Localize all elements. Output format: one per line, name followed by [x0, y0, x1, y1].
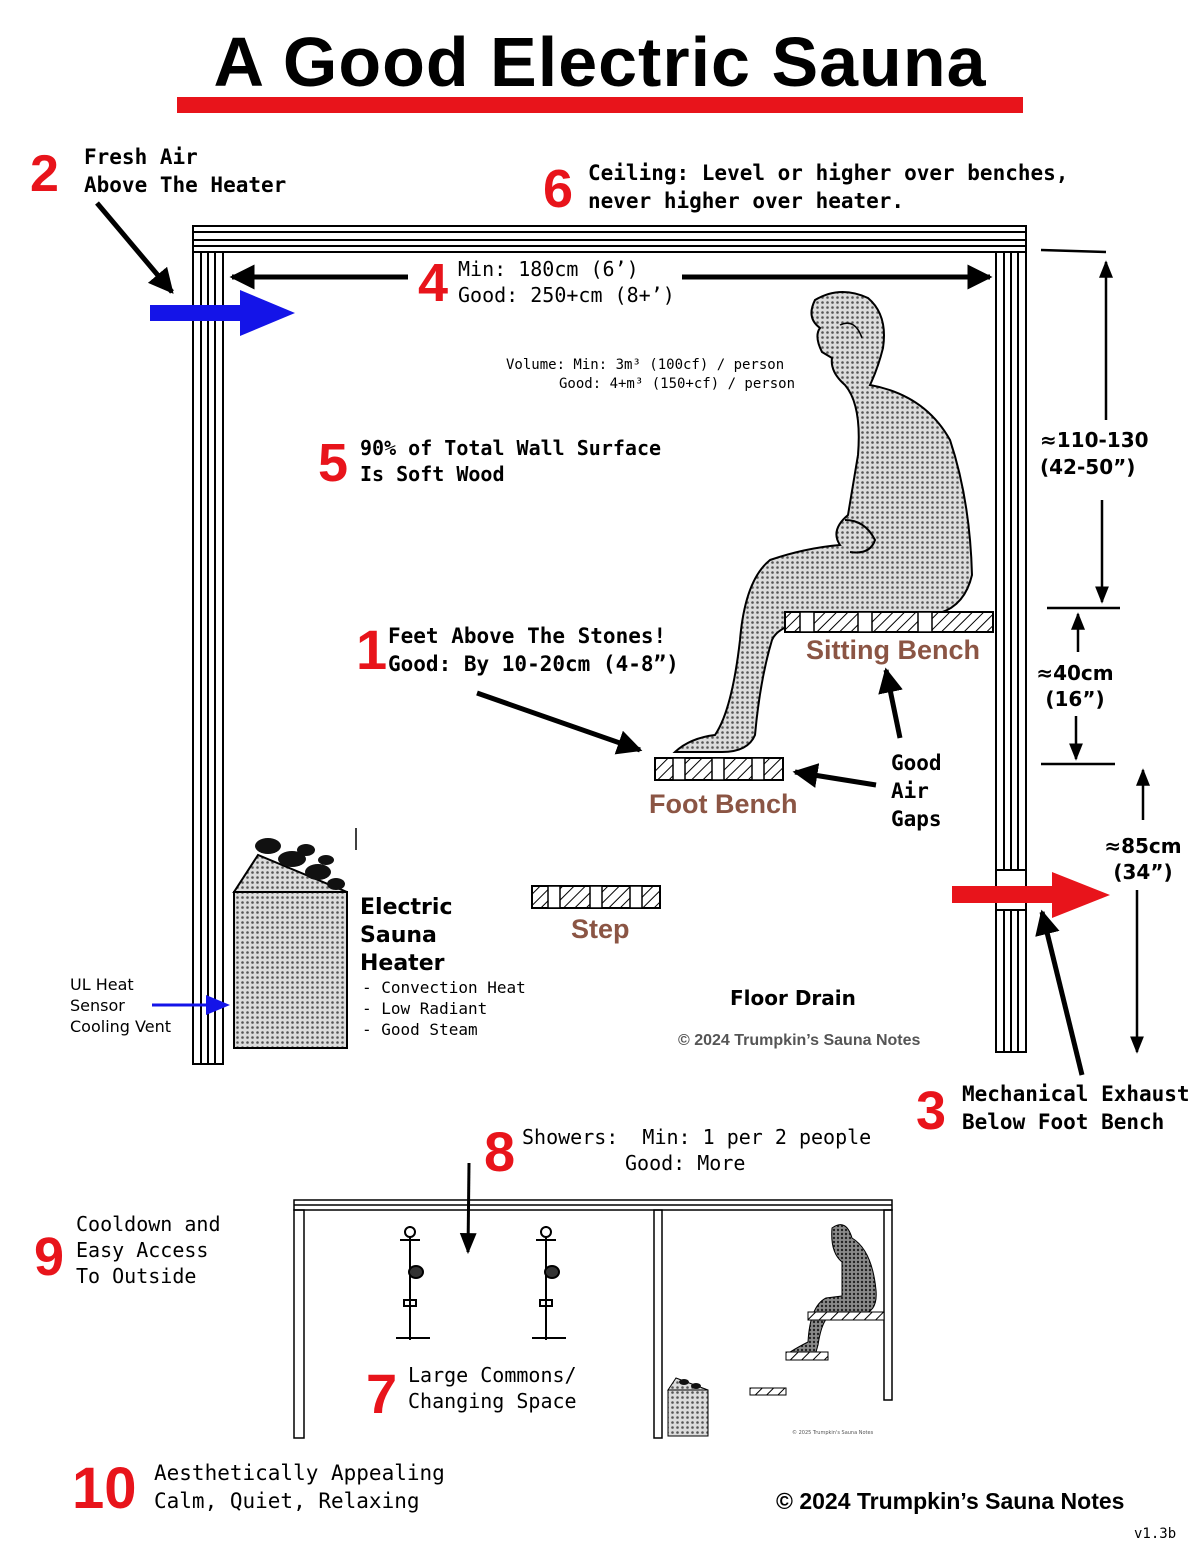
sensor-line-2: Sensor: [70, 996, 125, 1015]
title-underline: [177, 97, 1023, 113]
item-2-line-2: Above The Heater: [84, 173, 287, 197]
item-1-number: 1: [356, 618, 388, 681]
showers-pointer: [459, 1162, 477, 1255]
item-4-line-1: Min: 180cm (6’): [458, 257, 639, 281]
item-4-number: 4: [418, 253, 449, 313]
sauna-walls: [192, 225, 1027, 1065]
airgap-pointer-seat: [878, 667, 903, 739]
dim-middle-imperial: (16”): [1045, 687, 1105, 711]
airgap-pointer-foot: [792, 763, 877, 788]
volume-good: Good: 4+m³ (150+cf) / person: [559, 376, 796, 392]
item-7-line-2: Changing Space: [408, 1389, 577, 1413]
heater-line-2: Sauna: [360, 923, 437, 948]
item-7-number: 7: [366, 1362, 398, 1425]
item-3-line-1: Mechanical Exhaust: [962, 1082, 1190, 1106]
sitting-bench-label: Sitting Bench: [806, 635, 980, 665]
mini-copyright: © 2025 Trumpkin's Sauna Notes: [792, 1430, 874, 1436]
fresh-air-pointer: [95, 201, 174, 294]
item-6-line-2: never higher over heater.: [588, 189, 905, 213]
air-gaps-line-1: Good: [891, 751, 942, 775]
item-10-number: 10: [72, 1456, 137, 1521]
item-2-line-1: Fresh Air: [84, 145, 198, 169]
sensor-arrow: [152, 995, 230, 1015]
sitting-bench-shape: [784, 611, 994, 633]
commons-space: [293, 1199, 893, 1439]
fresh-air-arrow: [150, 290, 295, 336]
inner-copyright: © 2024 Trumpkin’s Sauna Notes: [678, 1032, 921, 1049]
dim-upper-imperial: (42-50”): [1040, 455, 1136, 479]
item-9-line-3: To Outside: [76, 1264, 197, 1288]
foot-bench-shape: [654, 757, 784, 781]
item-5-number: 5: [318, 433, 349, 493]
volume-min: Volume: Min: 3m³ (100cf) / person: [506, 357, 785, 373]
item-9-line-1: Cooldown and: [76, 1212, 221, 1236]
item-5-line-2: Is Soft Wood: [360, 462, 505, 486]
heater-feature-1: - Convection Heat: [362, 978, 526, 997]
item-7-line-1: Large Commons/: [408, 1363, 577, 1387]
feet-pointer: [476, 690, 643, 755]
item-1-line-2: Good: By 10-20cm (4-8”): [388, 652, 679, 676]
item-8-line-1: Showers: Min: 1 per 2 people: [522, 1125, 872, 1149]
item-8-line-2: Good: More: [625, 1151, 746, 1175]
item-4-line-2: Good: 250+cm (8+’): [458, 283, 675, 307]
item-9-line-2: Easy Access: [76, 1238, 209, 1262]
item-8-number: 8: [484, 1120, 516, 1183]
item-6-line-1: Ceiling: Level or higher over benches,: [588, 161, 1069, 185]
item-3-number: 3: [916, 1081, 947, 1141]
item-2-number: 2: [30, 145, 59, 203]
heater-line-3: Heater: [360, 951, 445, 976]
air-gaps-line-2: Air: [891, 779, 929, 803]
shower-left: [396, 1226, 430, 1340]
height-dimensions: [1040, 248, 1150, 1054]
dim-middle-metric: ≈40cm: [1036, 661, 1114, 685]
item-9-number: 9: [34, 1227, 65, 1287]
foot-bench-label: Foot Bench: [649, 789, 798, 819]
dim-lower-imperial: (34”): [1113, 860, 1173, 884]
page-title: A Good Electric Sauna: [213, 23, 987, 101]
sitting-person: [672, 291, 974, 753]
shower-right: [532, 1226, 566, 1340]
dim-lower-metric: ≈85cm: [1104, 834, 1182, 858]
step-shape: [531, 885, 661, 909]
step-label: Step: [571, 914, 630, 944]
version-label: v1.3b: [1134, 1526, 1177, 1542]
heater-feature-2: - Low Radiant: [362, 999, 488, 1018]
sensor-line-3: Cooling Vent: [70, 1017, 171, 1036]
floor-drain-label: Floor Drain: [730, 986, 856, 1010]
heater-feature-3: - Good Steam: [362, 1020, 478, 1039]
mini-sauna: [667, 1224, 885, 1437]
item-10-line-1: Aesthetically Appealing: [154, 1461, 445, 1485]
item-3-line-2: Below Foot Bench: [962, 1110, 1165, 1134]
exhaust-arrow: [952, 869, 1110, 918]
item-6-number: 6: [543, 159, 574, 219]
heater-shape: [232, 828, 357, 1049]
sensor-line-1: UL Heat: [70, 975, 134, 994]
exhaust-pointer: [1035, 909, 1085, 1076]
air-gaps-line-3: Gaps: [891, 807, 942, 831]
dim-upper-metric: ≈110-130: [1040, 428, 1149, 452]
item-5-line-1: 90% of Total Wall Surface: [360, 436, 662, 460]
footer-copyright: © 2024 Trumpkin’s Sauna Notes: [776, 1488, 1125, 1514]
heater-line-1: Electric: [360, 895, 453, 920]
item-1-line-1: Feet Above The Stones!: [388, 624, 667, 648]
item-10-line-2: Calm, Quiet, Relaxing: [154, 1489, 420, 1513]
